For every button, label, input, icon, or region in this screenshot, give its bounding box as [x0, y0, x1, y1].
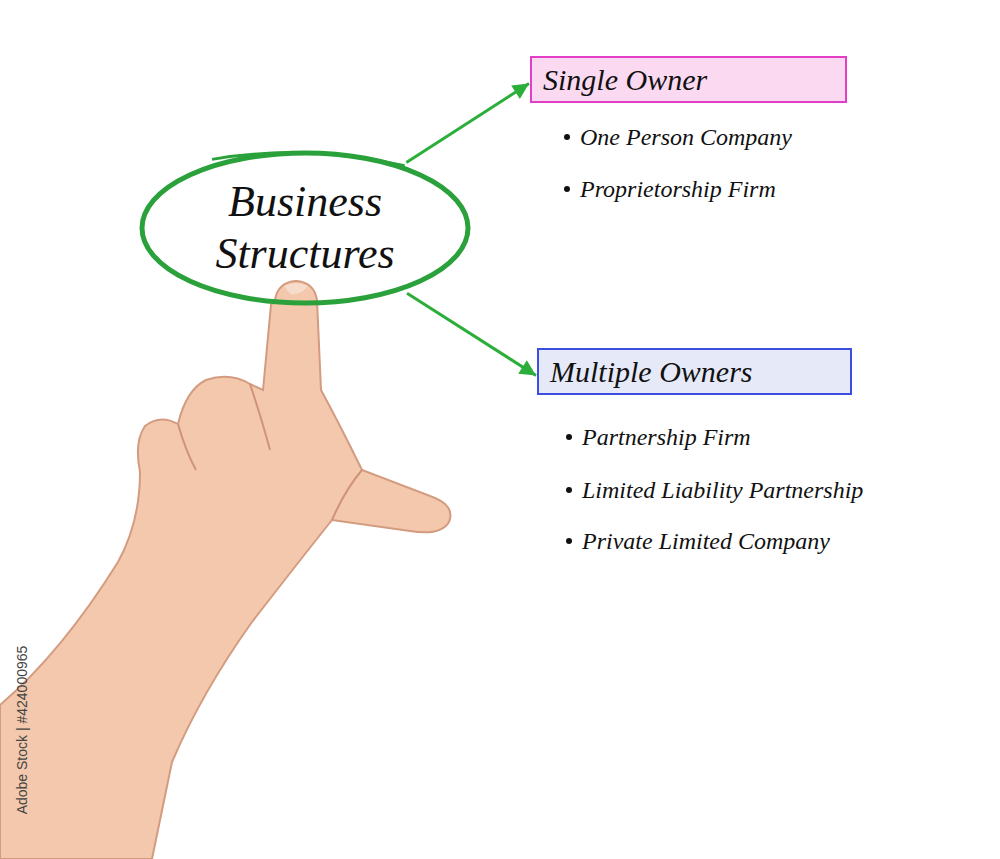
bullet-dot — [564, 186, 570, 192]
connector-arrow — [406, 84, 529, 163]
ellipse-outline — [139, 150, 471, 306]
main-title-text: Business Structures — [185, 176, 425, 280]
bullet-item: One Person Company — [580, 124, 792, 151]
main-ellipse: Business Structures — [139, 150, 471, 306]
pointing-hand — [0, 281, 450, 859]
category-box: Single Owner — [530, 56, 847, 103]
bullet-item: Private Limited Company — [582, 528, 830, 555]
box-title: Single Owner — [543, 63, 707, 96]
category-box: Multiple Owners — [537, 348, 852, 395]
box-title: Multiple Owners — [550, 355, 753, 388]
finger-crease — [250, 384, 270, 450]
connector-arrow — [407, 293, 536, 375]
thumb-crease — [332, 470, 362, 520]
bullet-item: Partnership Firm — [582, 424, 751, 451]
bullet-dot — [566, 434, 572, 440]
hand-shape — [0, 281, 450, 859]
bullet-item: Proprietorship Firm — [580, 176, 776, 203]
bullet-dot — [566, 487, 572, 493]
bullet-item: Limited Liability Partnership — [582, 477, 863, 504]
bullets — [564, 134, 572, 544]
fingernail — [284, 283, 308, 294]
watermark: Adobe Stock | #424000965 — [14, 646, 30, 815]
bullet-dot — [566, 538, 572, 544]
ellipse-overstroke — [212, 153, 405, 166]
finger-crease — [178, 424, 196, 470]
ellipse-stroke — [142, 153, 468, 303]
bullet-dot — [564, 134, 570, 140]
